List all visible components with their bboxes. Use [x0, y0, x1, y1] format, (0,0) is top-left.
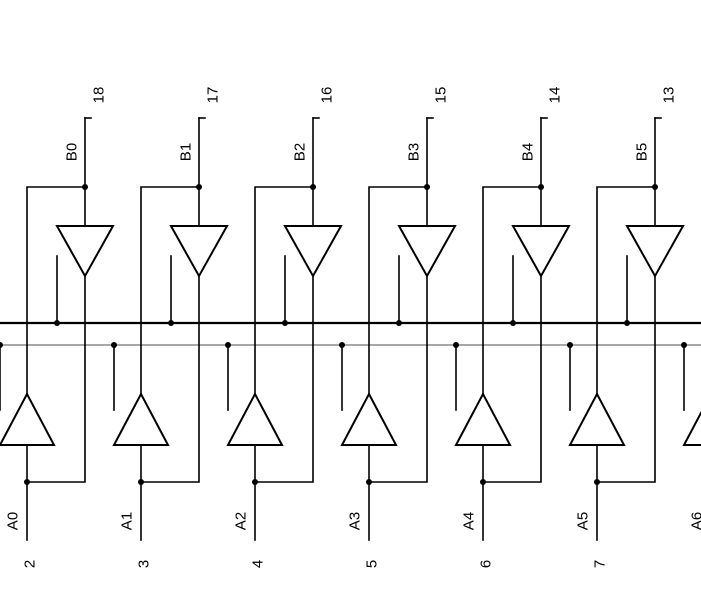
channel-6: A6 [681, 342, 701, 530]
a-signal-label: A4 [461, 512, 478, 530]
junction-node [54, 320, 60, 326]
b-signal-label: B3 [406, 143, 423, 161]
buffer-a-to-b-icon [568, 391, 626, 446]
junction-node [225, 342, 231, 348]
buffer-a-to-b-icon [0, 391, 56, 446]
a-signal-label: A6 [689, 512, 701, 530]
buffer-b-to-a-icon [55, 225, 115, 279]
junction-node [396, 320, 402, 326]
buffer-a-to-b-icon [112, 391, 170, 446]
b-signal-label: B2 [292, 143, 309, 161]
b-to-a-output-wire [482, 275, 542, 483]
b-pin-number: 14 [547, 87, 564, 104]
junction-node [624, 320, 630, 326]
a-to-b-output-wire [254, 186, 314, 395]
a-signal-label: A2 [233, 512, 250, 530]
b-signal-label: B0 [64, 143, 81, 161]
b-signal-label: B1 [178, 143, 195, 161]
b-pin-number: 15 [433, 87, 450, 104]
junction-node [681, 342, 687, 348]
buffer-b-to-a-icon [169, 225, 229, 279]
a-to-b-output-wire [596, 186, 656, 395]
b-signal-label: B5 [634, 143, 651, 161]
a-pin-number: 4 [250, 560, 267, 568]
junction-node [111, 342, 117, 348]
buffer-b-to-a-icon [625, 225, 685, 279]
a-to-b-output-wire [482, 186, 542, 395]
a-pin-number: 6 [478, 560, 495, 568]
a-pin-number: 5 [364, 560, 381, 568]
b-to-a-output-wire [596, 275, 656, 483]
buffer-a-to-b-icon [454, 391, 512, 446]
junction-node [453, 342, 459, 348]
a-signal-label: A3 [347, 512, 364, 530]
a-signal-label: A1 [119, 512, 136, 530]
a-to-b-output-wire [368, 186, 428, 395]
a-signal-label: A5 [575, 512, 592, 530]
junction-node [567, 342, 573, 348]
junction-node [168, 320, 174, 326]
buffer-b-to-a-icon [511, 225, 571, 279]
a-to-b-output-wire [140, 186, 200, 395]
b-to-a-output-wire [140, 275, 200, 483]
b-to-a-output-wire [254, 275, 314, 483]
buffer-b-to-a-icon [283, 225, 343, 279]
buffer-a-to-b-icon [682, 410, 701, 446]
b-to-a-output-wire [26, 275, 86, 483]
a-to-b-output-wire [26, 186, 86, 395]
junction-node [339, 342, 345, 348]
b-pin-number: 18 [91, 87, 108, 104]
a-pin-number: 2 [22, 560, 39, 568]
junction-node [0, 342, 3, 348]
a-pin-number: 7 [592, 560, 609, 568]
junction-node [510, 320, 516, 326]
b-pin-number: 16 [319, 87, 336, 104]
buffer-b-to-a-icon [397, 225, 457, 279]
b-to-a-output-wire [368, 275, 428, 483]
buffer-a-to-b-icon [226, 391, 284, 446]
a-signal-label: A0 [5, 512, 22, 530]
b-pin-number: 13 [661, 87, 678, 104]
a-pin-number: 3 [136, 560, 153, 568]
b-signal-label: B4 [520, 143, 537, 161]
b-pin-number: 17 [205, 87, 222, 104]
buffer-a-to-b-icon [340, 391, 398, 446]
junction-node [282, 320, 288, 326]
